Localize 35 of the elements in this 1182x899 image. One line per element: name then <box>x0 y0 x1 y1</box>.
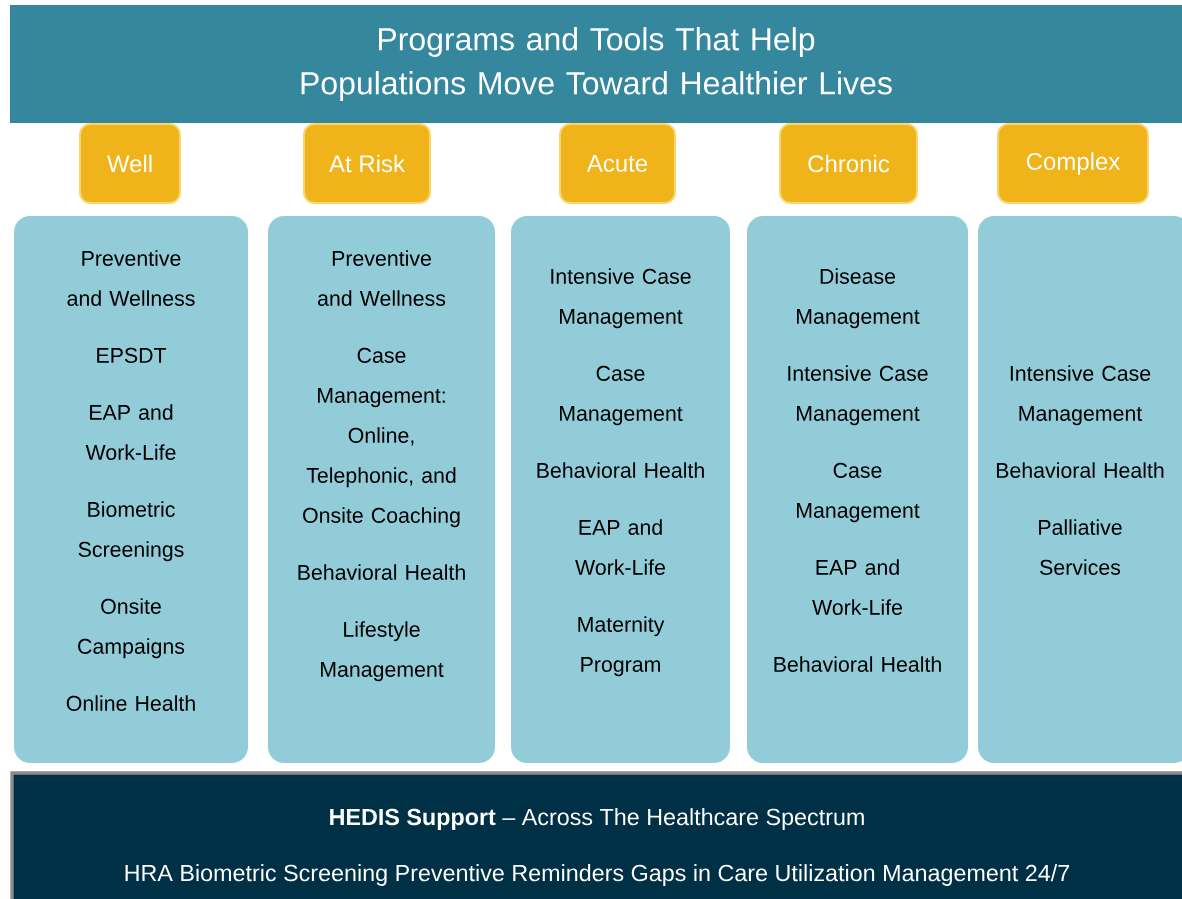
service-item: Maternity Program <box>578 616 665 677</box>
service-panel <box>511 216 730 763</box>
service-item: Case Management: Online, Telephonic, and Onsite Coaching <box>303 347 460 528</box>
service-item: Behavioral Health <box>774 656 941 672</box>
service-panel <box>747 216 968 763</box>
category-tag: At Risk <box>303 123 431 204</box>
service-panel <box>268 216 495 763</box>
service-item: Preventive and Wellness <box>318 250 446 306</box>
category-tag: Chronic <box>779 123 918 204</box>
service-item: Disease Management <box>797 268 920 329</box>
service-item: Intensive Case Management <box>551 268 691 329</box>
service-panel <box>14 216 248 763</box>
service-item: EAP and Work-Life <box>85 404 176 460</box>
service-item: Behavioral Health <box>537 462 704 478</box>
category-tag: Acute <box>559 123 676 204</box>
service-item: EAP and Work-Life <box>575 519 665 575</box>
service-item: Intensive Case Management <box>788 365 928 426</box>
title-banner: Programs and Tools That Help Populations Move Toward Healthier Lives <box>10 5 1182 123</box>
service-item: EPSDT <box>97 347 167 363</box>
service-item: EAP and Work-Life <box>812 559 902 615</box>
support-banner: HEDIS Support – Across The Healthcare Spectrum HRA Biometric Screening Preventive Reminders Gaps in Care Utilization Management 24/7 <box>10 771 1182 899</box>
service-item: Case Management <box>797 462 920 523</box>
service-panel <box>978 216 1182 763</box>
category-tag: Well <box>79 123 181 204</box>
service-item: Behavioral Health <box>996 462 1164 478</box>
service-item: Biometric Screenings <box>78 501 184 562</box>
service-item: Preventive and Wellness <box>67 250 195 306</box>
category-tag: Complex <box>997 123 1149 204</box>
service-item: Online Health <box>66 695 195 711</box>
service-item: Behavioral Health <box>298 564 465 580</box>
service-item: Intensive Case Management <box>1010 365 1151 426</box>
service-item: Onsite Campaigns <box>78 598 185 659</box>
service-item: Case Management <box>560 365 683 426</box>
service-item: Palliative Services <box>1039 519 1122 575</box>
service-item: Lifestyle Management <box>321 621 444 682</box>
